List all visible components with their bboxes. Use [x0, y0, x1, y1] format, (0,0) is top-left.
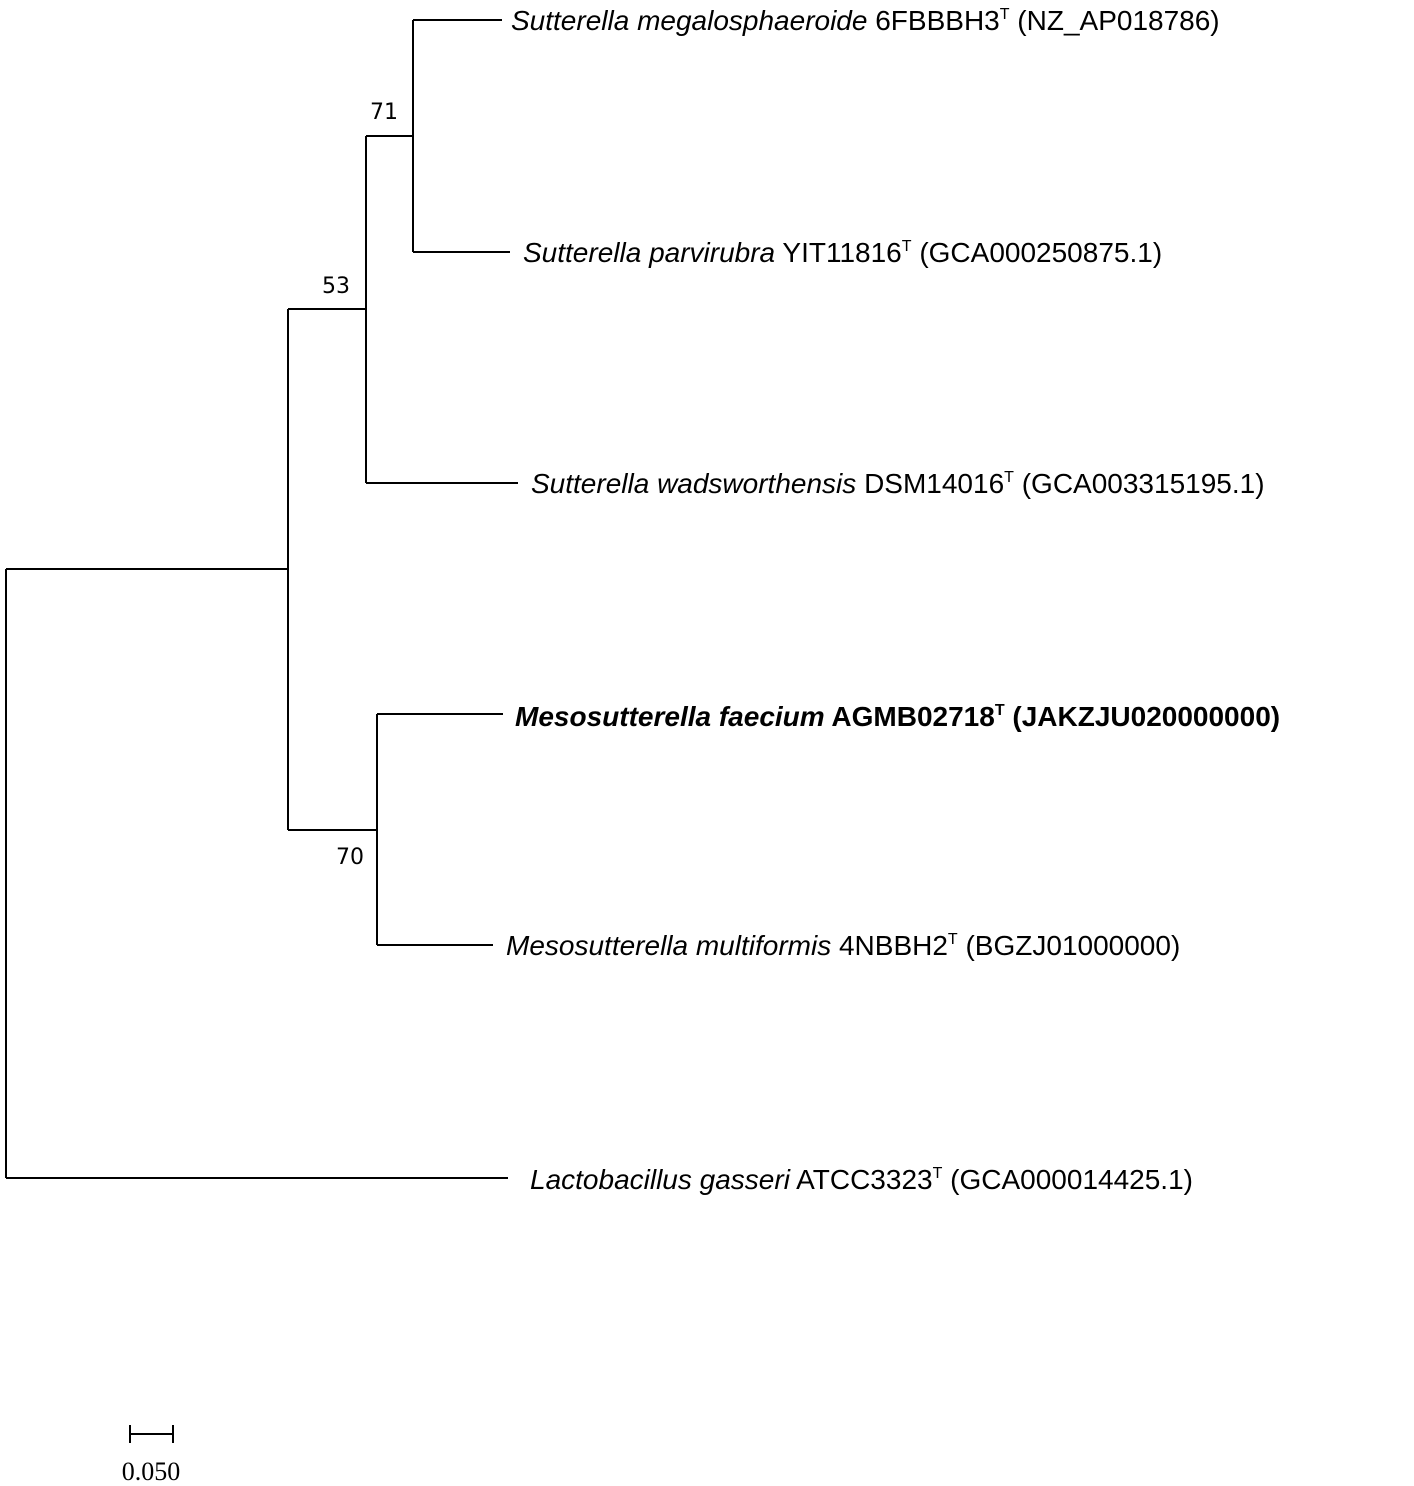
leaf-accession: (JAKZJU020000000) [1012, 701, 1280, 732]
type-strain-mark: T [1004, 469, 1014, 486]
type-strain-mark: T [902, 238, 912, 255]
leaf-strain: DSM14016 [864, 468, 1004, 499]
type-strain-mark: T [995, 702, 1005, 719]
leaf-species: Sutterella wadsworthensis [531, 468, 856, 499]
leaf-label: Sutterella parvirubra YIT11816T (GCA0002… [523, 237, 1162, 268]
leaf-species: Mesosutterella multiformis [506, 930, 831, 961]
leaf-strain: 6FBBBH3 [875, 5, 1000, 36]
type-strain-mark: T [933, 1165, 943, 1182]
leaf-accession: (BGZJ01000000) [965, 930, 1180, 961]
leaf-label: Mesosutterella multiformis 4NBBH2T (BGZJ… [506, 930, 1180, 961]
bootstrap-value: 53 [322, 274, 350, 299]
leaf-label: Lactobacillus gasseri ATCC3323T (GCA0000… [530, 1164, 1193, 1195]
leaf-strain: ATCC3323 [796, 1164, 932, 1195]
bootstrap-value: 70 [336, 845, 364, 870]
bootstrap-value: 71 [370, 100, 398, 125]
leaf-strain: AGMB02718 [831, 701, 994, 732]
bootstrap-values: 71 53 70 [322, 100, 398, 870]
leaf-species: Mesosutterella faecium [515, 701, 825, 732]
leaf-strain: YIT11816 [782, 237, 901, 268]
leaf-label-highlighted: Mesosutterella faecium AGMB02718T (JAKZJ… [515, 701, 1280, 732]
leaf-labels: Sutterella megalosphaeroide 6FBBBH3T (NZ… [506, 5, 1280, 1195]
leaf-strain: 4NBBH2 [839, 930, 948, 961]
leaf-label: Sutterella wadsworthensis DSM14016T (GCA… [531, 468, 1265, 499]
scale-bar-label: 0.050 [122, 1457, 181, 1486]
scale-bar: 0.050 [122, 1425, 181, 1486]
leaf-accession: (NZ_AP018786) [1017, 5, 1219, 36]
leaf-species: Sutterella parvirubra [523, 237, 775, 268]
leaf-accession: (GCA003315195.1) [1022, 468, 1265, 499]
leaf-species: Lactobacillus gasseri [530, 1164, 791, 1195]
leaf-species: Sutterella megalosphaeroide [511, 5, 867, 36]
leaf-accession: (GCA000250875.1) [919, 237, 1162, 268]
leaf-accession: (GCA000014425.1) [950, 1164, 1193, 1195]
type-strain-mark: T [1000, 6, 1010, 23]
leaf-label: Sutterella megalosphaeroide 6FBBBH3T (NZ… [511, 5, 1220, 36]
tree-branches [5, 19, 518, 1179]
type-strain-mark: T [948, 931, 958, 948]
